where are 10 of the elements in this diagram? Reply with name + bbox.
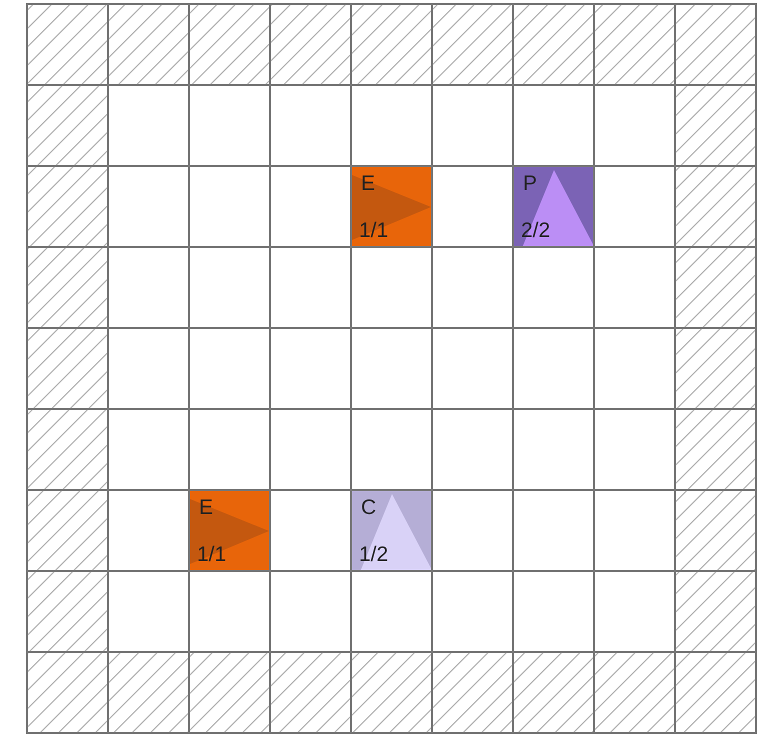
unit-stats: 1/1 [359, 219, 388, 243]
unit-stats: 2/2 [521, 219, 550, 243]
unit-letter: E [199, 496, 214, 520]
unit-letter: E [361, 172, 376, 196]
unit-stats: 1/2 [359, 543, 388, 567]
unit-token [190, 491, 269, 570]
unit-letter: C [361, 496, 376, 520]
unit-token [352, 167, 431, 246]
unit-stats: 1/1 [197, 543, 226, 567]
unit-letter: P [523, 172, 538, 196]
